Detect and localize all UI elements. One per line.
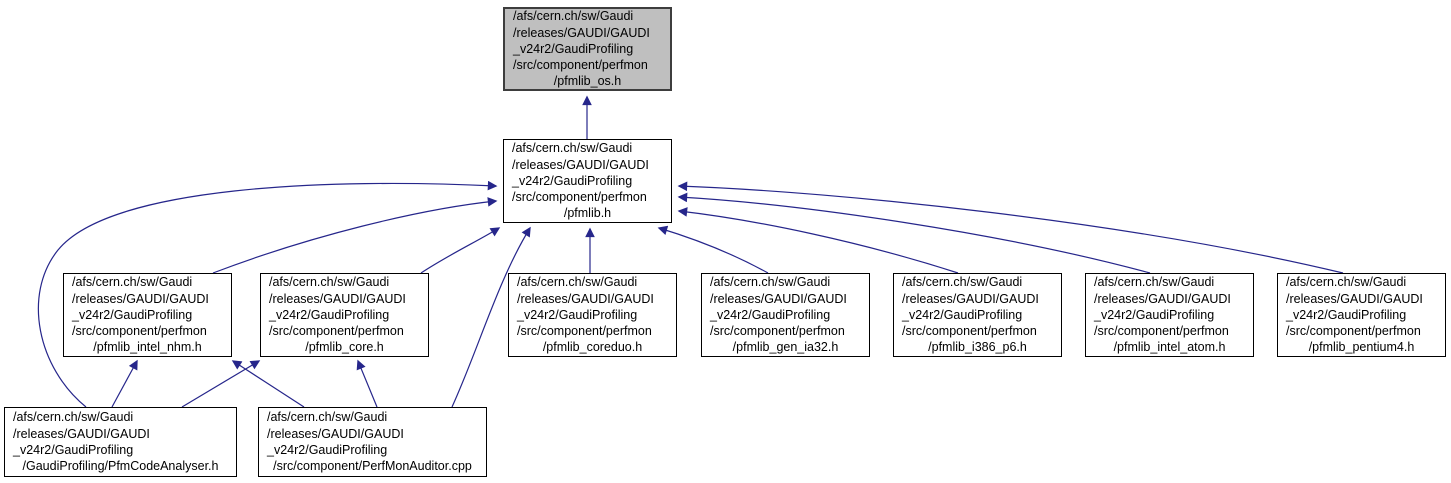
node-label-line: /src/component/perfmon — [902, 324, 1037, 339]
edge-intel-nhm-to-pfmlib — [212, 197, 498, 274]
node-pfmlib-gen-ia32-h[interactable]: /afs/cern.ch/sw/Gaudi /releases/GAUDI/GA… — [701, 273, 870, 357]
node-label-line: _v24r2/GaudiProfiling — [710, 307, 831, 322]
edge-perfmonauditor-to-intel-nhm — [231, 360, 305, 408]
node-label-line: /pfmlib_os.h — [553, 74, 622, 89]
node-label-line: /afs/cern.ch/sw/Gaudi — [1286, 275, 1407, 290]
node-label-line: /afs/cern.ch/sw/Gaudi — [517, 275, 638, 290]
node-pfmlib-h[interactable]: /afs/cern.ch/sw/Gaudi /releases/GAUDI/GA… — [503, 139, 672, 223]
node-pfmlib-coreduo-h[interactable]: /afs/cern.ch/sw/Gaudi /releases/GAUDI/GA… — [508, 273, 677, 357]
node-label-line: /pfmlib_intel_atom.h — [1113, 340, 1226, 355]
node-label-line: /src/component/perfmon — [269, 324, 404, 339]
node-pfmlib-pentium4-h[interactable]: /afs/cern.ch/sw/Gaudi /releases/GAUDI/GA… — [1277, 273, 1446, 357]
node-pfmlib-i386-p6-h[interactable]: /afs/cern.ch/sw/Gaudi /releases/GAUDI/GA… — [893, 273, 1062, 357]
node-label-line: /src/component/perfmon — [517, 324, 652, 339]
node-label-line: /afs/cern.ch/sw/Gaudi — [269, 275, 390, 290]
node-label-line: _v24r2/GaudiProfiling — [269, 307, 390, 322]
node-label-line: /pfmlib_intel_nhm.h — [93, 340, 202, 355]
node-label-line: /releases/GAUDI/GAUDI — [1286, 291, 1423, 306]
node-label-line: /pfmlib_i386_p6.h — [928, 340, 1027, 355]
edge-gen-ia32-to-pfmlib — [657, 225, 769, 274]
edge-perfmonauditor-to-core — [356, 359, 378, 408]
node-label-line: _v24r2/GaudiProfiling — [512, 173, 633, 188]
node-label-line: /src/component/perfmon — [710, 324, 845, 339]
node-label-line: /releases/GAUDI/GAUDI — [72, 291, 209, 306]
node-label-line: /afs/cern.ch/sw/Gaudi — [902, 275, 1023, 290]
node-label-line: /src/component/perfmon — [512, 190, 647, 205]
node-label-line: _v24r2/GaudiProfiling — [1286, 307, 1407, 322]
node-label-line: /afs/cern.ch/sw/Gaudi — [513, 9, 634, 24]
node-pfmlib-os-h: /afs/cern.ch/sw/Gaudi /releases/GAUDI/GA… — [503, 7, 672, 91]
node-label-line: /src/component/perfmon — [1094, 324, 1229, 339]
node-label-line: /pfmlib.h — [563, 206, 612, 221]
node-label-line: _v24r2/GaudiProfiling — [13, 443, 134, 457]
edge-pfmcodeanalyser-to-pfmlib — [37, 180, 498, 408]
node-label-line: /afs/cern.ch/sw/Gaudi — [710, 275, 831, 290]
edge-pfmcodeanalyser-to-intel-nhm — [111, 359, 138, 408]
node-label-line: /src/component/PerfMonAuditor.cpp — [273, 459, 472, 474]
node-label-line: /releases/GAUDI/GAUDI — [513, 25, 650, 40]
node-label-line: /releases/GAUDI/GAUDI — [710, 291, 847, 306]
edge-core-to-pfmlib — [420, 227, 501, 274]
node-pfmlib-intel-nhm-h[interactable]: /afs/cern.ch/sw/Gaudi /releases/GAUDI/GA… — [63, 273, 232, 357]
node-label-line: /releases/GAUDI/GAUDI — [902, 291, 1039, 306]
node-label-line: /afs/cern.ch/sw/Gaudi — [1094, 275, 1215, 290]
edge-pfmcodeanalyser-to-core — [181, 360, 261, 408]
node-label-line: /releases/GAUDI/GAUDI — [1094, 291, 1231, 306]
node-label-line: /afs/cern.ch/sw/Gaudi — [267, 410, 388, 425]
node-label-line: /pfmlib_pentium4.h — [1308, 340, 1415, 355]
node-label-line: /src/component/perfmon — [72, 324, 207, 339]
node-label-line: /releases/GAUDI/GAUDI — [512, 157, 649, 172]
edge-i386-p6-to-pfmlib — [677, 207, 959, 274]
node-label-line: /pfmlib_coreduo.h — [542, 340, 643, 355]
node-label-line: /GaudiProfiling/PfmCodeAnalyser.h — [22, 459, 219, 474]
edge-intel-atom-to-pfmlib — [677, 192, 1151, 274]
node-label-line: /pfmlib_gen_ia32.h — [732, 340, 839, 355]
node-label-line: /afs/cern.ch/sw/Gaudi — [13, 410, 134, 425]
node-pfmcodeanalyser-h[interactable]: /afs/cern.ch/sw/Gaudi /releases/GAUDI/GA… — [4, 407, 237, 477]
node-label-line: /src/component/perfmon — [1286, 324, 1421, 339]
node-perfmonauditor-cpp[interactable]: /afs/cern.ch/sw/Gaudi /releases/GAUDI/GA… — [258, 407, 487, 477]
node-label-line: /releases/GAUDI/GAUDI — [13, 426, 150, 441]
node-label-line: /releases/GAUDI/GAUDI — [517, 291, 654, 306]
node-label-line: /pfmlib_core.h — [305, 340, 384, 355]
node-label-line: /afs/cern.ch/sw/Gaudi — [72, 275, 193, 290]
node-label-line: _v24r2/GaudiProfiling — [513, 41, 634, 56]
node-label-line: /src/component/perfmon — [513, 58, 648, 73]
node-label-line: _v24r2/GaudiProfiling — [267, 443, 388, 457]
node-label-line: _v24r2/GaudiProfiling — [72, 307, 193, 322]
node-pfmlib-intel-atom-h[interactable]: /afs/cern.ch/sw/Gaudi /releases/GAUDI/GA… — [1085, 273, 1254, 357]
node-pfmlib-core-h[interactable]: /afs/cern.ch/sw/Gaudi /releases/GAUDI/GA… — [260, 273, 429, 357]
node-label-line: _v24r2/GaudiProfiling — [902, 307, 1023, 322]
node-label-line: _v24r2/GaudiProfiling — [1094, 307, 1215, 322]
node-label-line: /releases/GAUDI/GAUDI — [267, 426, 404, 441]
node-label-line: /afs/cern.ch/sw/Gaudi — [512, 141, 633, 156]
node-label-line: /releases/GAUDI/GAUDI — [269, 291, 406, 306]
edge-perfmonauditor-to-pfmlib — [451, 226, 531, 408]
edge-pentium4-to-pfmlib — [677, 181, 1344, 274]
node-label-line: _v24r2/GaudiProfiling — [517, 307, 638, 322]
